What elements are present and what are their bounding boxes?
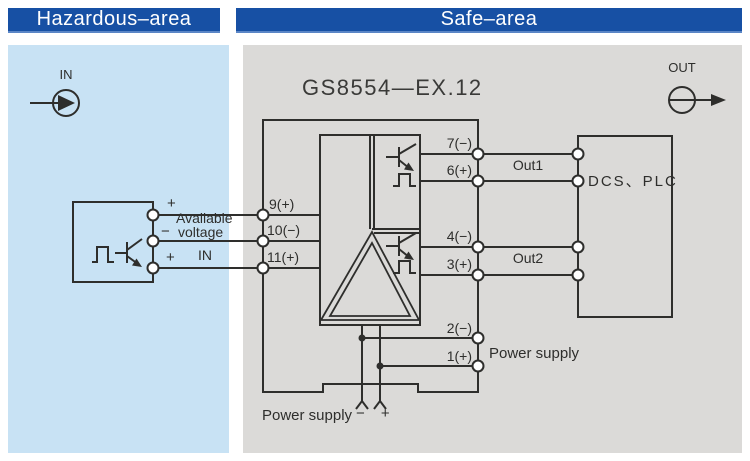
out-port-label: OUT <box>668 60 696 75</box>
terminal-7-label: 7(−) <box>446 135 472 151</box>
hazardous-area-panel <box>8 45 229 453</box>
power-wires <box>355 325 478 410</box>
out-signal-icon <box>668 86 726 114</box>
dcs-plc-box <box>577 135 673 318</box>
output-wires <box>420 153 578 276</box>
sensor-box <box>72 201 154 283</box>
dcs-plc-label: DCS、PLC <box>588 173 678 190</box>
transistor-icon <box>115 238 143 267</box>
amplifier-triangle-icon <box>319 230 421 321</box>
terminal-1-label: 1(+) <box>446 348 472 364</box>
terminal-3-label: 3(+) <box>446 256 472 272</box>
input-wires <box>153 214 320 269</box>
isolator-module-outline <box>262 119 479 393</box>
available-voltage-line1: Available <box>176 210 233 226</box>
terminal-circles <box>146 147 585 373</box>
terminal-2-label: 2(−) <box>446 320 472 336</box>
in-port-label: IN <box>59 67 73 82</box>
terminal-10-label: 10(−) <box>267 222 301 238</box>
sensor-plus-top-sign: + <box>167 195 176 212</box>
sensor-minus-sign: − <box>161 223 170 240</box>
device-model-label: GS8554—EX.12 <box>302 75 483 100</box>
available-voltage-line2: voltage <box>178 224 224 240</box>
terminal-9-label: 9(+) <box>269 196 295 212</box>
sensor-in-wire-label: IN <box>198 247 212 263</box>
power-supply-side-label: Power supply <box>489 345 580 362</box>
power-supply-bottom-label: Power supply <box>262 407 353 424</box>
out1-wire-label: Out1 <box>512 157 544 173</box>
terminal-6-label: 6(+) <box>446 162 472 178</box>
terminal-4-label: 4(−) <box>446 228 472 244</box>
in-signal-icon <box>30 89 80 117</box>
safe-area-header: Safe–area <box>236 8 742 33</box>
output-transistor-ch2-icon <box>386 232 417 274</box>
pulse-icon <box>92 246 114 263</box>
terminal-11-label: 11(+) <box>267 249 300 265</box>
out2-wire-label: Out2 <box>512 250 544 266</box>
sensor-plus-bottom-sign: + <box>166 249 175 266</box>
hazardous-area-header: Hazardous–area <box>8 8 220 33</box>
power-polarity-signs: − + <box>356 405 396 422</box>
output-transistor-ch1-icon <box>386 143 417 187</box>
